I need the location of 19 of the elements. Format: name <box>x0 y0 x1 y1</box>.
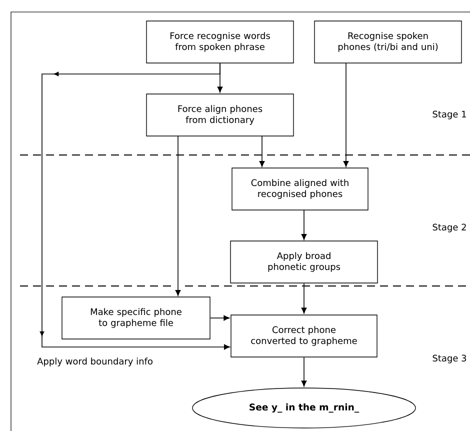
process-box: Apply broad phonetic groups <box>230 240 378 284</box>
stage-label: Stage 2 <box>432 224 466 232</box>
process-box: Combine aligned with recognised phones <box>232 168 368 210</box>
process-box: Recognise spoken phones (tri/bi and uni) <box>314 20 462 64</box>
process-box: Force recognise words from spoken phrase <box>146 20 294 64</box>
edge-label: Apply word boundary info <box>36 356 154 368</box>
arrow <box>301 210 307 240</box>
arrow <box>343 62 349 167</box>
arrow <box>40 62 230 350</box>
process-box: Correct phone converted to grapheme <box>230 314 378 358</box>
arrow <box>301 356 307 387</box>
arrow <box>210 315 230 321</box>
process-box: Force align phones from dictionary <box>146 94 294 136</box>
stage-label: Stage 3 <box>432 354 466 364</box>
process-box: Make specific phone to grapheme file <box>62 296 210 340</box>
arrow <box>301 282 307 314</box>
stage-label: Stage 1 <box>432 110 466 120</box>
arrow <box>175 136 181 296</box>
arrow <box>259 136 265 167</box>
